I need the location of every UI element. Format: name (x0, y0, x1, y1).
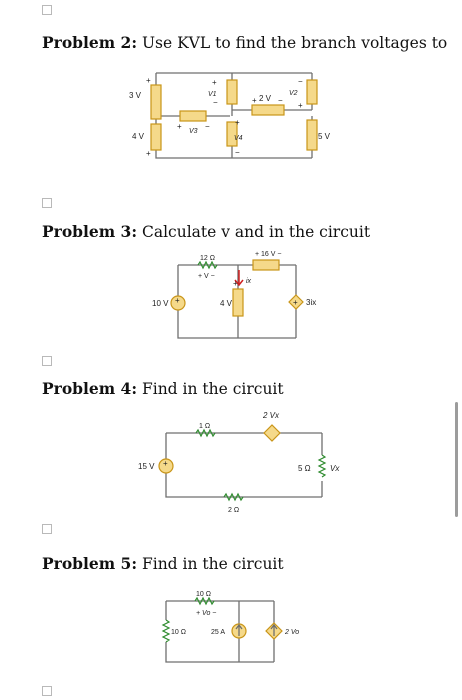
label-15v: 15 V (138, 462, 155, 471)
sign-3v-plus: + (146, 76, 151, 85)
label-v3: V3 (189, 128, 198, 135)
resistor-v4 (226, 121, 238, 147)
sign-2v-minus: − (278, 96, 283, 105)
problem-4-label: Problem 4: (42, 379, 138, 398)
resistor-v2 (306, 79, 318, 105)
label-25a: 25 A (211, 629, 225, 636)
checkbox-problem-2[interactable] (42, 198, 52, 208)
label-10ohm-left: 10 Ω (171, 629, 186, 636)
label-16v: + 16 V − (255, 251, 281, 258)
sign-4v-plus: + (233, 279, 238, 288)
label-2vx: 2 Vx (262, 411, 280, 420)
label-2vo: 2 Vo (284, 629, 299, 636)
sign-v1-plus: + (212, 78, 217, 87)
label-vx: Vx (330, 464, 340, 473)
dependent-source-2vx (263, 424, 281, 442)
resistor-2v (251, 104, 285, 116)
label-1ohm: 1 Ω (199, 423, 210, 430)
label-ix: ix (246, 278, 252, 285)
current-arrow-ix (234, 270, 244, 287)
dependent-source-plus: + (293, 298, 298, 307)
label-v1: V1 (208, 91, 217, 98)
label-vo: + Vo − (196, 610, 216, 617)
label-v2: V2 (289, 90, 298, 97)
sign-v3-plus: + (177, 122, 182, 131)
resistor-5v (306, 119, 318, 151)
label-2v: 2 V (259, 94, 272, 103)
sign-2v-plus: + (252, 96, 257, 105)
problem-3-label: Problem 3: (42, 222, 138, 241)
resistor-2ohm (223, 492, 244, 502)
resistor-4v (150, 123, 162, 151)
label-5ohm: 5 Ω (298, 464, 311, 473)
label-12ohm: 12 Ω (200, 255, 215, 262)
source-10v (170, 295, 186, 311)
resistor-v3 (179, 110, 207, 122)
label-3ix: 3ix (306, 298, 316, 307)
label-5v: 5 V (318, 132, 331, 141)
dependent-source-arrow-icon (270, 623, 278, 636)
source-15v-plus: + (163, 459, 168, 468)
problem-2-text: Use KVL to find the branch voltages to (137, 34, 448, 52)
sign-v4-plus: + (235, 118, 240, 127)
problem-5-text: Find in the circuit (137, 555, 284, 573)
resistor-10ohm-left (161, 619, 171, 643)
problem-4-heading: Problem 4: Find in the circuit (42, 379, 284, 399)
circuit-2-polarity-signs: + + + − + − + − + − − + (146, 76, 303, 158)
label-v4: V4 (234, 135, 243, 142)
checkbox-problem-4[interactable] (42, 524, 52, 534)
sign-4v-plus: + (146, 149, 151, 158)
problem-3-heading: Problem 3: Calculate v and in the circui… (42, 222, 371, 242)
dependent-source-3ix (288, 294, 304, 310)
checkbox-problem-1[interactable] (42, 5, 52, 15)
source-15v (158, 458, 174, 474)
source-10v-plus: + (175, 296, 180, 305)
checkbox-problem-3[interactable] (42, 356, 52, 366)
problem-2-heading: Problem 2: Use KVL to find the branch vo… (42, 33, 448, 53)
sign-v2-minus: − (298, 77, 303, 86)
resistor-1ohm (195, 428, 216, 438)
problem-5-label: Problem 5: (42, 554, 138, 573)
sign-v1-minus: − (213, 98, 218, 107)
resistor-12ohm (197, 260, 218, 270)
label-v-across: + V − (198, 273, 215, 280)
problem-2-label: Problem 2: (42, 33, 138, 52)
resistor-16v (252, 259, 280, 271)
circuit-2-wires (155, 72, 313, 159)
source-25a-arrow-icon (235, 623, 243, 636)
sign-v3-minus: − (205, 122, 210, 131)
problem-4-text: Find in the circuit (137, 380, 284, 398)
label-10ohm-top: 10 Ω (196, 591, 211, 598)
label-10v: 10 V (152, 299, 169, 308)
checkbox-problem-5[interactable] (42, 686, 52, 696)
sign-v4-minus: − (235, 148, 240, 157)
scrollbar[interactable] (455, 402, 458, 517)
resistor-4v (232, 288, 244, 317)
resistor-3v (150, 84, 162, 120)
problem-3-text: Calculate v and in the circuit (137, 223, 371, 241)
resistor-5ohm (317, 454, 327, 478)
label-3v: 3 V (129, 91, 142, 100)
resistor-10ohm-top (194, 596, 215, 606)
problem-5-heading: Problem 5: Find in the circuit (42, 554, 284, 574)
sign-v2-plus: + (298, 101, 303, 110)
resistor-v1 (226, 79, 238, 105)
label-2ohm: 2 Ω (228, 507, 239, 514)
label-4v: 4 V (132, 132, 145, 141)
label-4v: 4 V (220, 299, 233, 308)
